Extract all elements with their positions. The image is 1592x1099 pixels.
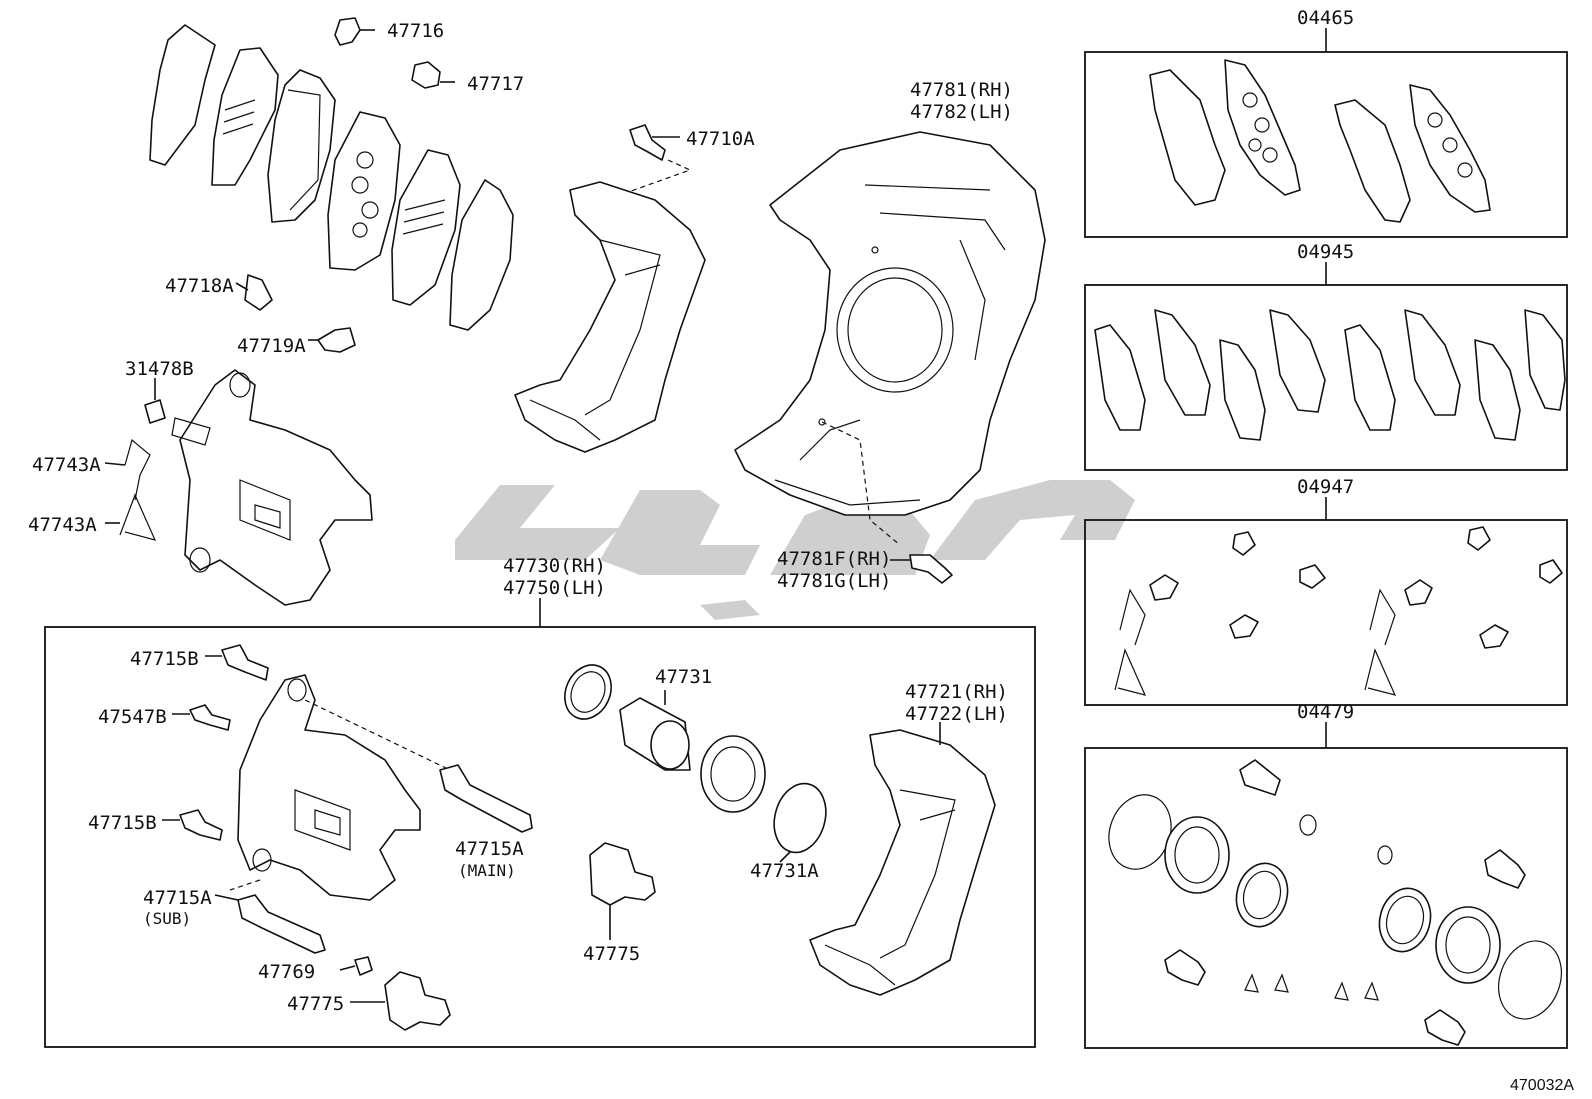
label-47769: 47769 bbox=[258, 961, 315, 983]
caliper-mounting-upper bbox=[514, 181, 706, 453]
label-47731A: 47731A bbox=[750, 860, 819, 882]
label-47782-lh: 47782(LH) bbox=[910, 101, 1013, 123]
caliper-cylinder-upper bbox=[171, 369, 373, 606]
dust-boot bbox=[700, 735, 766, 813]
pad-shim-stack bbox=[149, 24, 514, 331]
label-kit-04947: 04947 bbox=[1297, 476, 1354, 498]
label-47715B-top: 47715B bbox=[130, 648, 199, 670]
label-47716: 47716 bbox=[387, 20, 444, 42]
clip-47718A bbox=[235, 274, 273, 311]
label-47743A-upper: 47743A bbox=[32, 454, 101, 476]
label-kit-04465: 04465 bbox=[1297, 7, 1354, 29]
label-47715A-sub: 47715A bbox=[143, 887, 212, 909]
seal-ring-47731 bbox=[564, 664, 612, 720]
boot-47769 bbox=[339, 956, 373, 976]
label-47722-lh: 47722(LH) bbox=[905, 703, 1008, 725]
kit-04945-shims bbox=[1094, 309, 1566, 441]
label-47775-lower: 47775 bbox=[287, 993, 344, 1015]
bushing-47775-mid bbox=[589, 842, 656, 940]
clip-47717 bbox=[411, 61, 455, 89]
label-47719A: 47719A bbox=[237, 335, 306, 357]
label-47750-lh: 47750(LH) bbox=[503, 577, 606, 599]
bolt-47781F bbox=[890, 554, 953, 584]
label-47547B: 47547B bbox=[98, 706, 167, 728]
label-47710A: 47710A bbox=[686, 128, 755, 150]
kit-04479-box bbox=[1084, 747, 1568, 1049]
label-47731: 47731 bbox=[655, 666, 712, 688]
label-47781-rh: 47781(RH) bbox=[910, 79, 1013, 101]
label-47715B-lower: 47715B bbox=[88, 812, 157, 834]
label-47781F-rh: 47781F(RH) bbox=[777, 548, 891, 570]
kit-04479-seals bbox=[1108, 759, 1562, 1046]
label-sub-note: (SUB) bbox=[143, 909, 191, 928]
kit-04465-pads bbox=[1149, 59, 1491, 223]
label-47718A: 47718A bbox=[165, 275, 234, 297]
pin-47715A-main bbox=[439, 764, 533, 833]
label-47715A-main: 47715A bbox=[455, 838, 524, 860]
kit-04947-box bbox=[1084, 519, 1568, 706]
kit-04947-clips bbox=[1114, 526, 1563, 696]
label-47775-mid: 47775 bbox=[583, 943, 640, 965]
label-main-note: (MAIN) bbox=[458, 861, 516, 880]
caliper-cylinder-lower bbox=[229, 674, 451, 901]
bolt-47715B-top bbox=[205, 644, 269, 681]
spring-47743A-lower bbox=[105, 493, 157, 541]
label-47743A-lower: 47743A bbox=[28, 514, 97, 536]
label-kit-04945: 04945 bbox=[1297, 241, 1354, 263]
bleeder-47547B bbox=[172, 704, 231, 731]
bolt-47710A bbox=[619, 124, 692, 196]
label-47717: 47717 bbox=[467, 73, 524, 95]
label-47781G-lh: 47781G(LH) bbox=[777, 570, 891, 592]
label-31478B: 31478B bbox=[125, 358, 194, 380]
boot-31478B bbox=[144, 378, 166, 424]
dust-shield-47781 bbox=[734, 131, 1046, 546]
caliper-mounting-lower bbox=[809, 722, 996, 996]
label-47721-rh: 47721(RH) bbox=[905, 681, 1008, 703]
bushing-47775-lower bbox=[350, 971, 451, 1031]
seal-47731A bbox=[773, 782, 827, 863]
clip-47716 bbox=[334, 17, 375, 46]
figure-id: 470032A bbox=[1510, 1077, 1574, 1094]
label-kit-04479: 04479 bbox=[1297, 701, 1354, 723]
clip-47719A bbox=[308, 327, 356, 353]
bolt-47715B-lower bbox=[162, 809, 223, 841]
label-47730-rh: 47730(RH) bbox=[503, 555, 606, 577]
pin-47715A-sub bbox=[214, 894, 326, 954]
piston-47731 bbox=[619, 690, 691, 771]
spring-47743A-upper bbox=[104, 438, 151, 501]
